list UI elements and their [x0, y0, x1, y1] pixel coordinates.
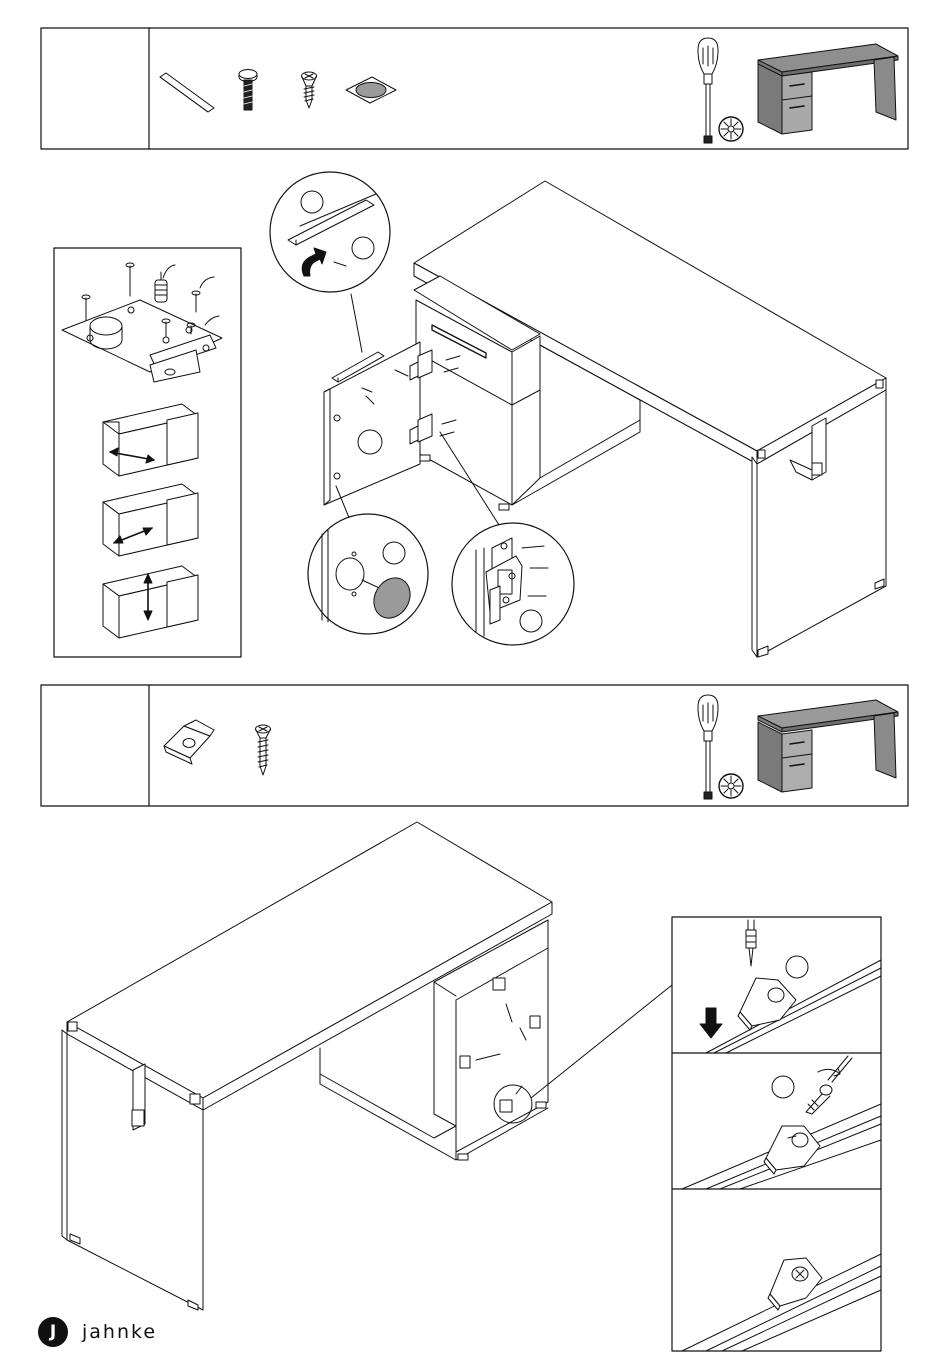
hinge-detail-panel	[54, 248, 241, 657]
rail-zoom	[270, 172, 390, 292]
hinge-adjust-depth	[103, 404, 198, 476]
felt-pad-icon	[346, 77, 396, 103]
screwdriver-icon	[698, 695, 718, 799]
step-marker	[786, 956, 808, 978]
brand-logo: J Jahnke	[38, 1314, 157, 1350]
cabinet-door	[324, 342, 420, 505]
hinge-detail	[62, 263, 222, 382]
dowel-icon	[160, 73, 214, 112]
screwdriver-icon	[698, 38, 718, 143]
phillips-bit-icon	[719, 774, 743, 798]
angle-bracket-icon	[164, 720, 214, 764]
hinge-adjust-side	[103, 484, 198, 556]
step1-tools	[698, 38, 743, 143]
step1-header	[41, 28, 908, 149]
bracket-steps	[672, 917, 881, 1351]
screw-icon	[806, 1085, 832, 1114]
bracket-step-2	[682, 1056, 881, 1189]
pad-zoom	[308, 514, 428, 634]
screwdriver-icon	[746, 920, 756, 966]
desk-icon	[758, 44, 898, 134]
hinge-zoom	[452, 523, 574, 645]
step-marker	[772, 1076, 794, 1098]
phillips-bit-icon	[719, 117, 743, 141]
hinge-adjust-height	[103, 566, 198, 638]
bracket-step-1	[700, 920, 881, 1053]
bolt-icon	[239, 70, 257, 111]
cam-bolt-icon	[155, 272, 167, 302]
brand-name: Jahnke	[82, 1321, 157, 1343]
wood-screw-icon	[256, 725, 271, 775]
bracket-step-3	[682, 1254, 881, 1351]
screw-icon	[302, 72, 317, 108]
desk-icon	[758, 700, 898, 792]
step2-header	[41, 685, 908, 806]
desk-assembly	[62, 822, 672, 1310]
down-arrow-icon	[700, 1008, 722, 1038]
step2-parts	[164, 720, 271, 775]
brand-mark: J	[38, 1317, 68, 1347]
step2-tools	[698, 695, 743, 799]
step1-parts	[160, 70, 396, 113]
